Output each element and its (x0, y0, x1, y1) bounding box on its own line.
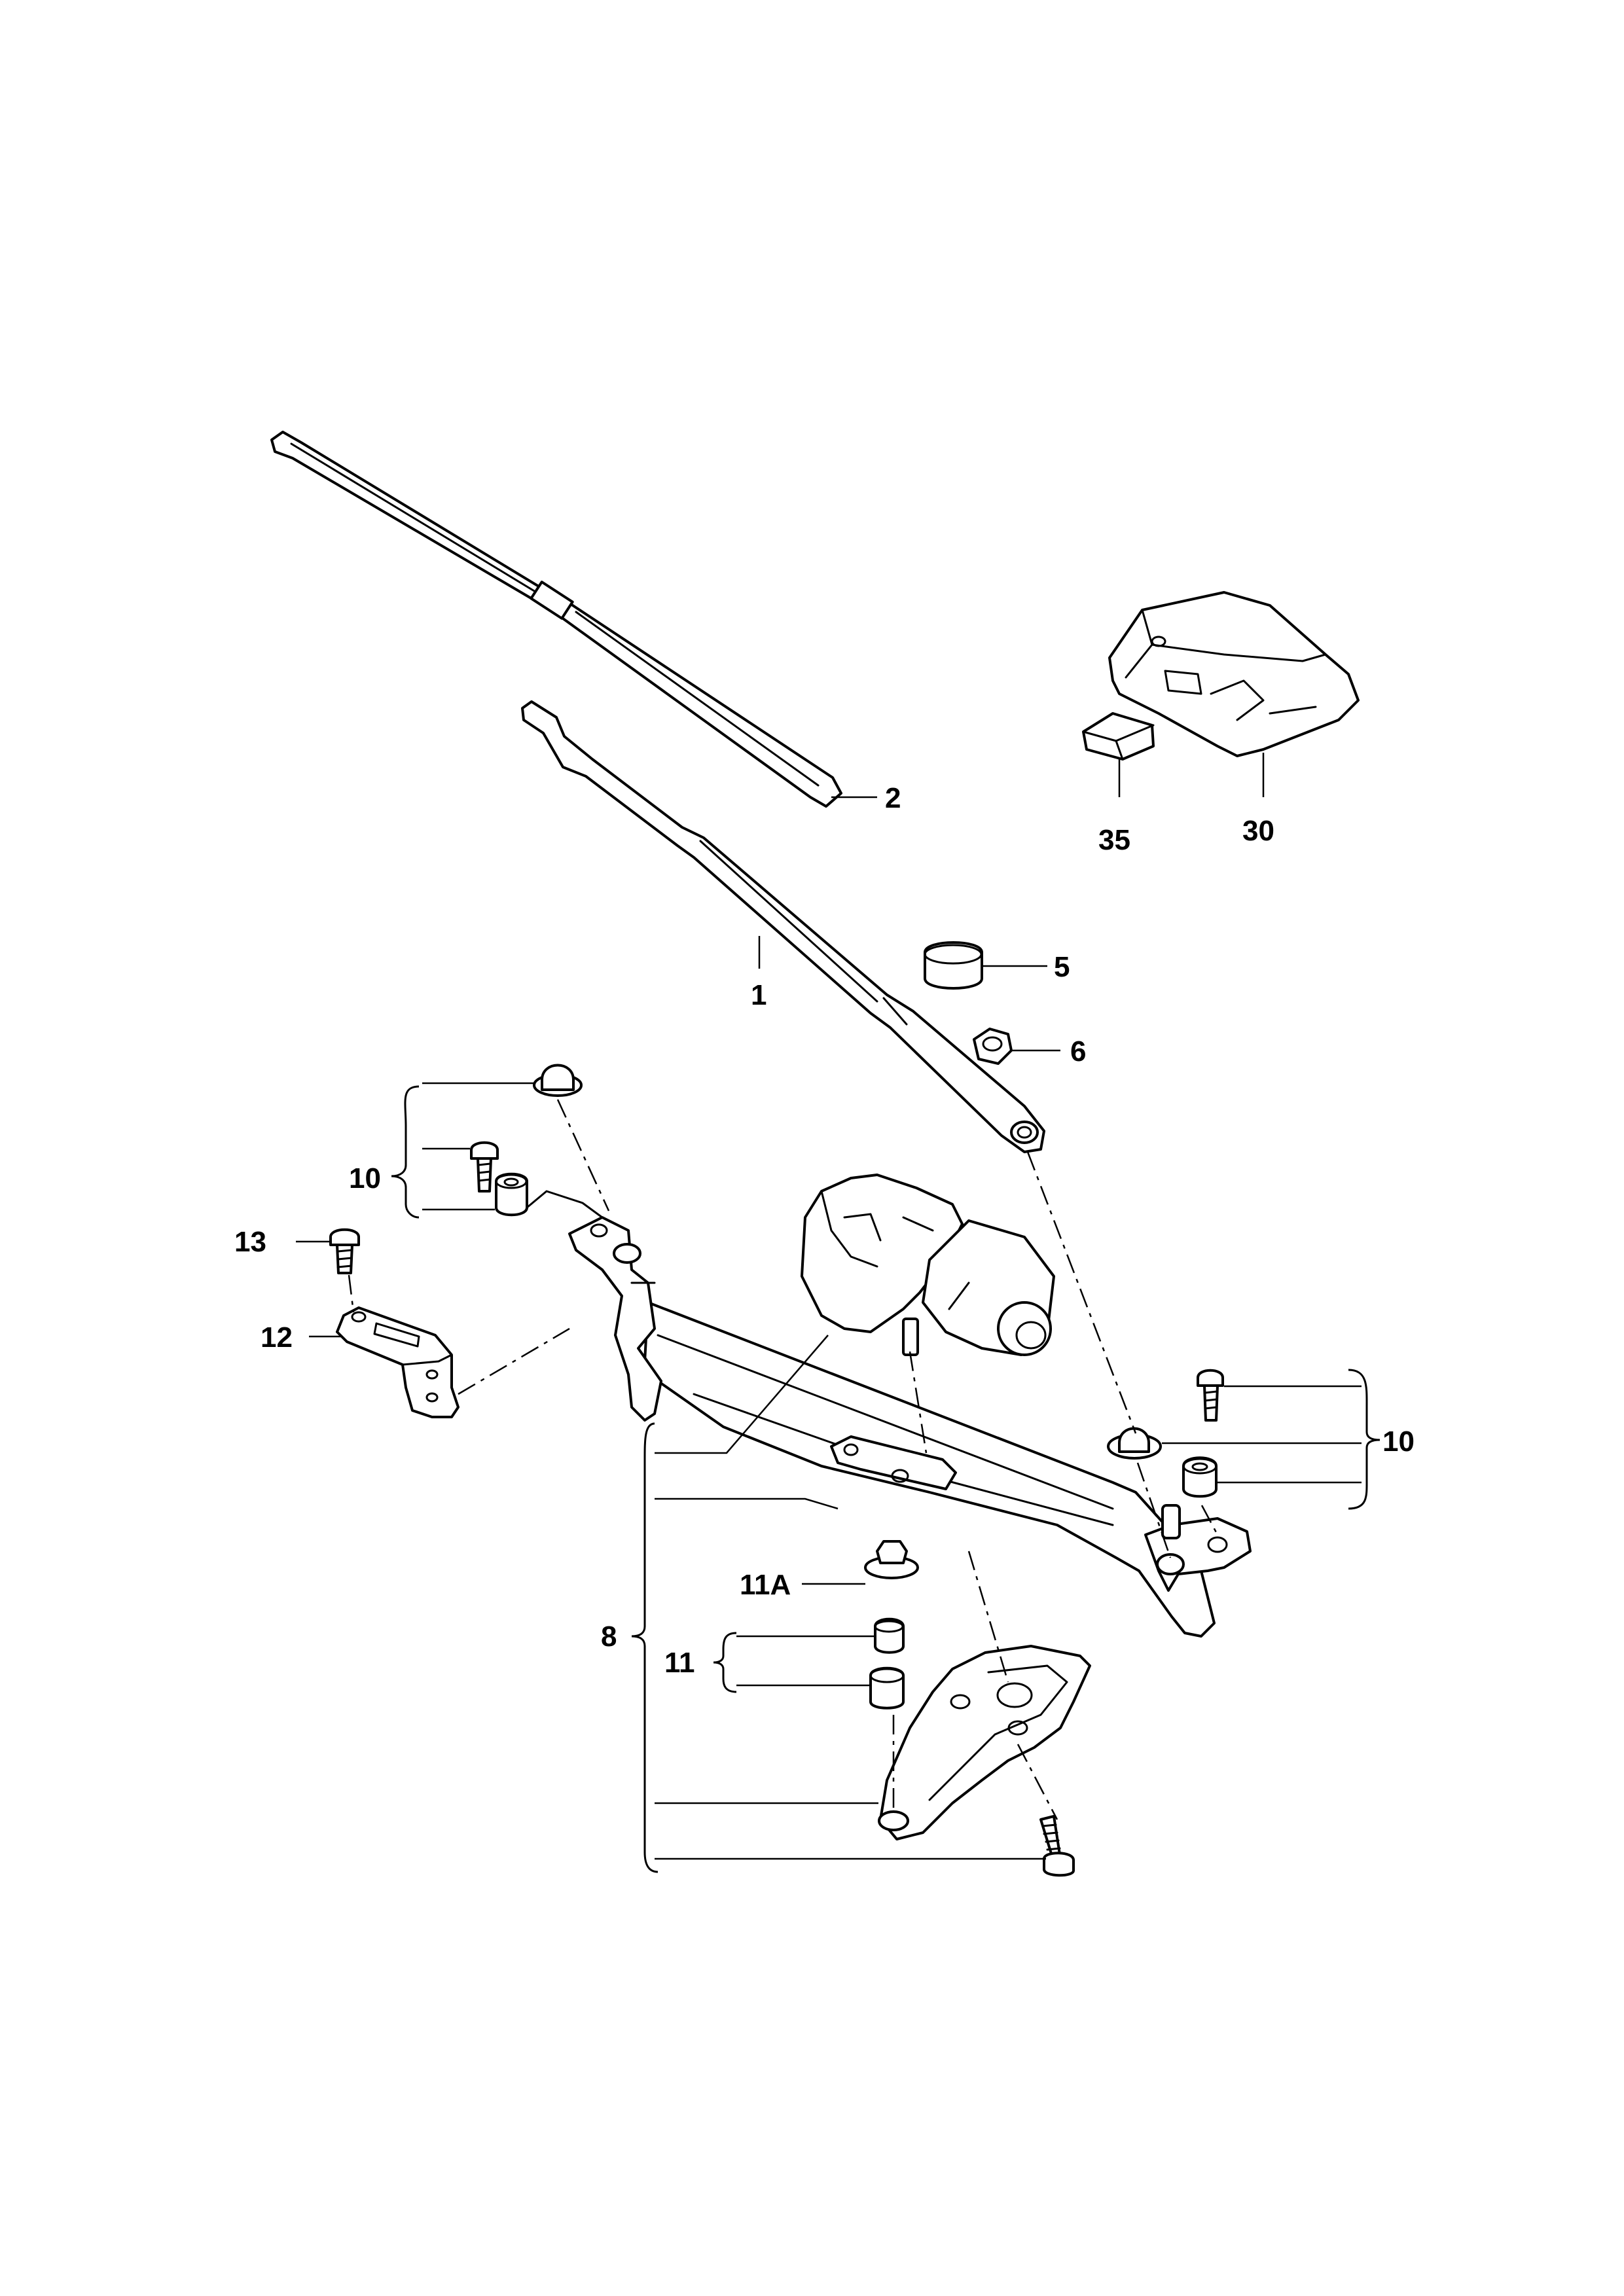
bushing-upper-part[interactable] (874, 1617, 905, 1654)
bushing-left-part[interactable] (495, 1172, 528, 1217)
callout-5: 5 (1054, 951, 1070, 983)
flange-nut-part[interactable] (864, 1540, 919, 1579)
callout-35: 35 (1098, 824, 1130, 856)
braces (391, 1085, 1380, 1873)
callout-8: 8 (601, 1621, 617, 1653)
callout-13: 13 (234, 1226, 266, 1258)
callout-1: 1 (751, 979, 767, 1011)
callout-6: 6 (1070, 1035, 1086, 1067)
wiper-linkage-assembly-part[interactable] (568, 1174, 1252, 1638)
callout-11a: 11A (740, 1569, 791, 1601)
grommet-right-part[interactable] (1107, 1427, 1162, 1460)
callout-30: 30 (1242, 815, 1274, 847)
assembly-center-lines (348, 1099, 1219, 1820)
grommet-left-part[interactable] (533, 1064, 583, 1097)
screw-right-part[interactable] (1197, 1369, 1224, 1422)
screw-lower-part[interactable] (1039, 1815, 1075, 1877)
wiper-blade-part[interactable] (270, 431, 842, 808)
control-module-part[interactable] (1108, 591, 1360, 757)
callout-11: 11 (664, 1647, 695, 1679)
wiper-arm-part[interactable] (521, 700, 1045, 1153)
bushing-lower-part[interactable] (869, 1666, 905, 1710)
cap-part[interactable] (924, 941, 983, 990)
callout-labels: 2 1 5 6 35 30 10 13 12 10 11A 8 11 (234, 782, 1415, 1679)
bushing-right-part[interactable] (1182, 1456, 1218, 1498)
mounting-bracket-part[interactable] (878, 1645, 1091, 1840)
bracket-part[interactable] (336, 1306, 460, 1418)
bolt-part[interactable] (329, 1228, 360, 1274)
callout-10-left: 10 (349, 1162, 381, 1194)
screw-left-part[interactable] (470, 1141, 499, 1193)
nut-part[interactable] (973, 1028, 1013, 1065)
connector-part[interactable] (1082, 712, 1155, 761)
callout-2: 2 (885, 782, 901, 814)
callout-12: 12 (261, 1321, 293, 1354)
leader-lines (296, 753, 1362, 1860)
callout-10-right: 10 (1382, 1426, 1415, 1458)
